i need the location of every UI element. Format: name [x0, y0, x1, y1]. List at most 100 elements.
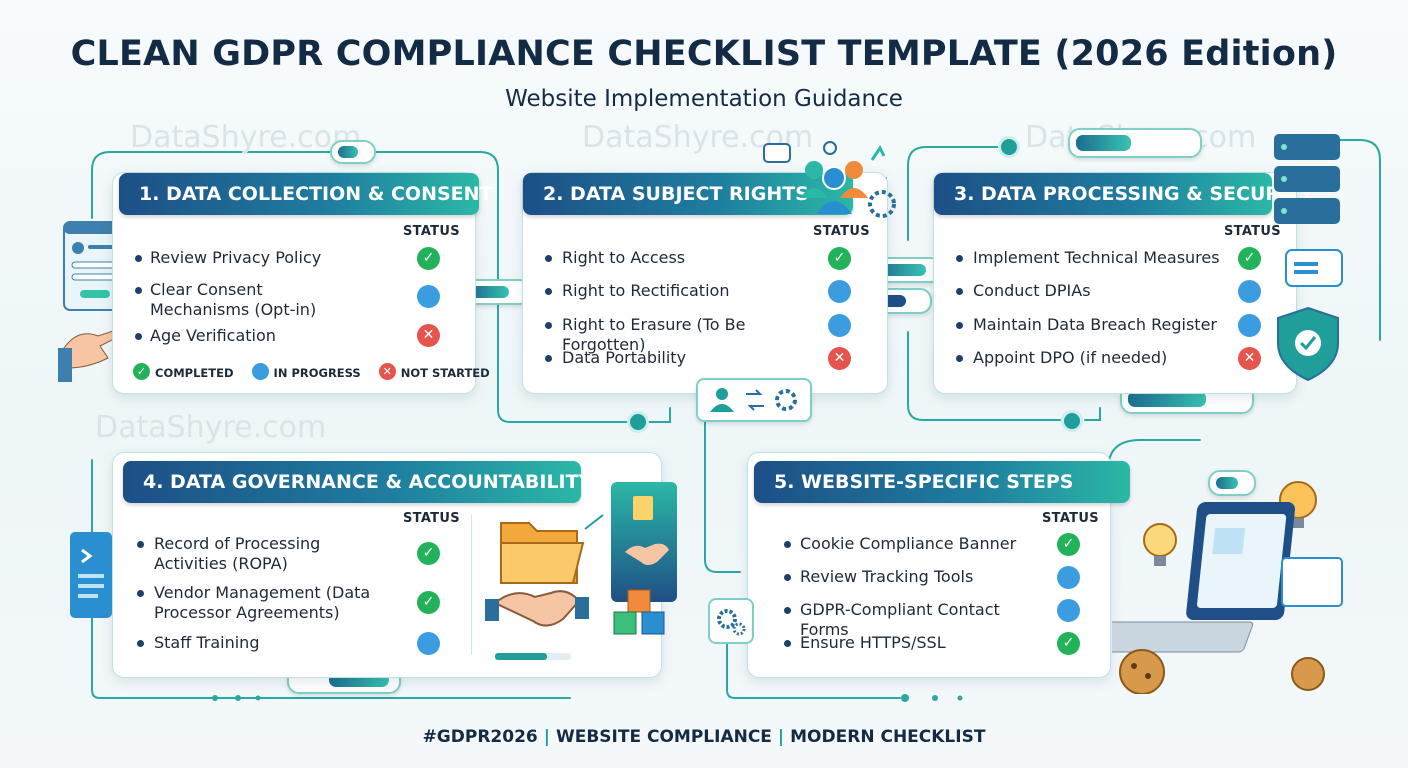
connector-dot-icon: [627, 411, 649, 433]
user-sync-settings-icon: [696, 378, 812, 422]
footer-tag: MODERN CHECKLIST: [790, 727, 986, 747]
in-progress-dot-icon: [1238, 280, 1261, 303]
in-progress-dot-icon: [251, 363, 269, 380]
bullet-icon: [956, 255, 963, 262]
not-started-x-icon: ✕: [828, 347, 851, 370]
checklist-item: Review Privacy Policy: [150, 248, 322, 267]
status-legend: ✓COMPLETED IN PROGRESS ✕NOT STARTED: [133, 363, 504, 381]
watermark: DataShyre.com: [95, 410, 327, 445]
bullet-icon: [545, 288, 552, 295]
checklist-item: Data Portability: [562, 348, 687, 367]
completed-check-icon: ✓: [828, 247, 851, 270]
status-column-label: STATUS: [1042, 511, 1099, 526]
toggle-icon: [1208, 470, 1256, 496]
bullet-icon: [784, 640, 791, 647]
in-progress-dot-icon: [417, 632, 440, 655]
completed-check-icon: ✓: [417, 247, 440, 270]
section-title: 3. DATA PROCESSING & SECURITY: [934, 173, 1314, 215]
completed-check-icon: ✓: [1238, 247, 1261, 270]
checklist-item: Record of Processing Activities (ROPA): [154, 534, 321, 573]
bullet-icon: [137, 590, 144, 597]
in-progress-dot-icon: [828, 280, 851, 303]
status-column-label: STATUS: [403, 511, 460, 526]
cubes-icon: [613, 589, 665, 635]
checklist-item: Right to Rectification: [562, 281, 730, 300]
bullet-icon: [545, 322, 552, 329]
bullet-icon: [956, 288, 963, 295]
bullet-icon: [135, 255, 142, 262]
in-progress-dot-icon: [417, 285, 440, 308]
checklist-item: Conduct DPIAs: [973, 281, 1091, 300]
status-column-label: STATUS: [403, 224, 460, 239]
checklist-item: Review Tracking Tools: [800, 567, 974, 586]
divider: [471, 515, 472, 655]
in-progress-dot-icon: [1238, 314, 1261, 337]
checklist-item: Appoint DPO (if needed): [973, 348, 1168, 367]
completed-check-icon: ✓: [1057, 632, 1080, 655]
bullet-icon: [784, 541, 791, 548]
laptop-cookie-icon: [1112, 481, 1343, 694]
checklist-item: Clear Consent Mechanisms (Opt-in): [150, 280, 317, 319]
completed-check-icon: ✓: [133, 363, 150, 380]
in-progress-dot-icon: [1057, 566, 1080, 589]
checklist-item: Ensure HTTPS/SSL: [800, 633, 946, 652]
not-started-x-icon: ✕: [417, 324, 440, 347]
section-title: 4. DATA GOVERNANCE & ACCOUNTABILITY: [123, 461, 592, 503]
section-title: 1. DATA COLLECTION & CONSENT: [119, 173, 493, 215]
not-started-x-icon: ✕: [378, 363, 396, 380]
not-started-x-icon: ✕: [1238, 347, 1261, 370]
bullet-icon: [545, 355, 552, 362]
section-card-data-governance: 4. DATA GOVERNANCE & ACCOUNTABILITY STAT…: [112, 452, 662, 678]
people-group-icon: [763, 141, 896, 218]
completed-check-icon: ✓: [417, 591, 440, 614]
bullet-icon: [784, 574, 791, 581]
bullet-icon: [956, 355, 963, 362]
bullet-icon: [135, 333, 142, 340]
watermark: DataShyre.com: [130, 120, 362, 155]
completed-check-icon: ✓: [1057, 533, 1080, 556]
section-title: 5. WEBSITE-SPECIFIC STEPS: [754, 461, 1130, 503]
folder-handshake-icon: [485, 514, 604, 660]
in-progress-dot-icon: [1057, 599, 1080, 622]
footer-tags: #GDPR2026|WEBSITE COMPLIANCE|MODERN CHEC…: [0, 727, 1408, 747]
bullet-icon: [135, 287, 142, 294]
toggle-icon: [868, 257, 942, 283]
toggle-icon: [330, 140, 376, 164]
checklist-item: Right to Access: [562, 248, 686, 267]
section-card-data-collection: 1. DATA COLLECTION & CONSENT STATUS Revi…: [112, 172, 493, 394]
status-column-label: STATUS: [1224, 224, 1281, 239]
footer-tag: WEBSITE COMPLIANCE: [555, 727, 772, 747]
bullet-icon: [137, 640, 144, 647]
checklist-item: Right to Erasure (To Be Forgotten): [562, 315, 746, 354]
footer-separator: |: [543, 727, 550, 747]
checklist-item: Cookie Compliance Banner: [800, 534, 1017, 553]
checklist-item: Maintain Data Breach Register: [973, 315, 1217, 334]
bullet-icon: [137, 541, 144, 548]
checklist-item: GDPR-Compliant Contact Forms: [800, 600, 1000, 639]
section-card-data-processing: 3. DATA PROCESSING & SECURITY STATUS Imp…: [933, 172, 1314, 394]
checklist-item: Vendor Management (Data Processor Agreem…: [154, 583, 371, 622]
section-card-data-subject-rights: 2. DATA SUBJECT RIGHTS STATUS Right to A…: [522, 172, 888, 394]
code-window-icon: [70, 532, 112, 618]
completed-check-icon: ✓: [417, 542, 440, 565]
checklist-item: Implement Technical Measures: [973, 248, 1220, 267]
section-title: 2. DATA SUBJECT RIGHTS: [523, 173, 853, 215]
gears-icon: [708, 598, 754, 644]
bullet-icon: [784, 607, 791, 614]
connector-dot-icon: [1061, 410, 1083, 432]
document-handshake-icon: [611, 482, 677, 602]
connector-dot-icon: [998, 136, 1020, 158]
server-stack-icon: [1274, 134, 1343, 382]
footer-separator: |: [777, 727, 785, 747]
page-subtitle: Website Implementation Guidance: [505, 86, 903, 112]
in-progress-dot-icon: [828, 314, 851, 337]
status-column-label: STATUS: [813, 224, 870, 239]
checklist-item: Age Verification: [150, 326, 276, 345]
progress-bar-icon: [1068, 128, 1202, 158]
checklist-item: Staff Training: [154, 633, 260, 652]
bullet-icon: [956, 322, 963, 329]
section-card-website-steps: 5. WEBSITE-SPECIFIC STEPS STATUS Cookie …: [747, 452, 1130, 678]
page-title: CLEAN GDPR COMPLIANCE CHECKLIST TEMPLATE…: [70, 34, 1338, 74]
footer-tag: #GDPR2026: [422, 727, 538, 747]
